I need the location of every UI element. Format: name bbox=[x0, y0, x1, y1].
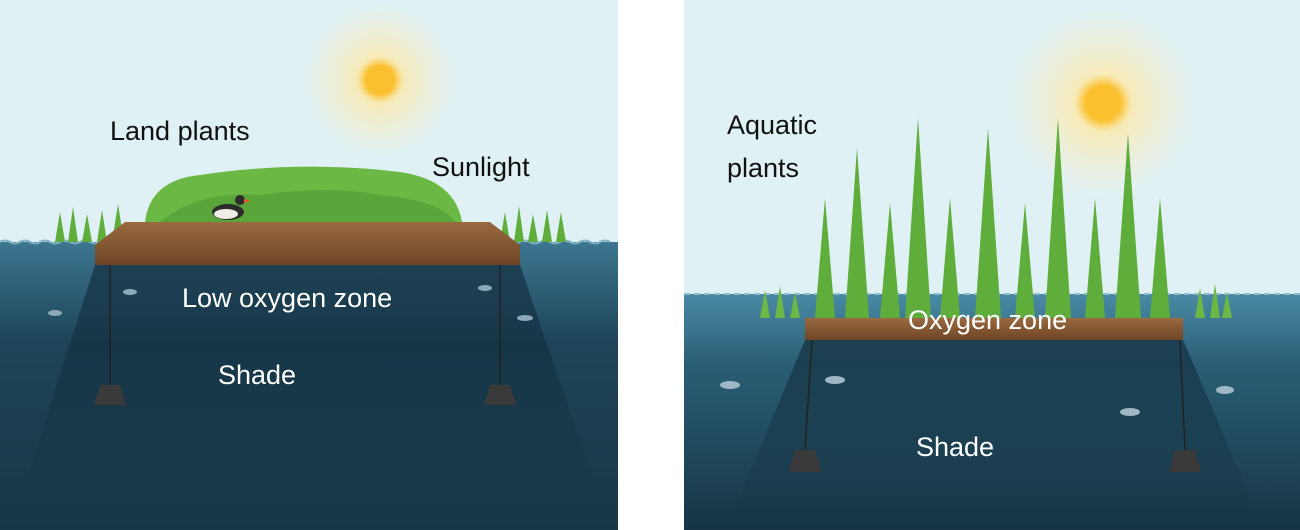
raft bbox=[805, 318, 1183, 340]
sun-icon bbox=[302, 2, 458, 158]
label-shade-right: Shade bbox=[916, 432, 995, 462]
edge-plants bbox=[55, 204, 566, 242]
anchor-weight bbox=[789, 450, 821, 472]
label-aquatic-line1: Aquatic bbox=[727, 110, 818, 140]
label-sunlight: Sunlight bbox=[432, 152, 530, 182]
shade-area bbox=[20, 265, 600, 500]
anchor-weight bbox=[1169, 450, 1201, 472]
anchor-line bbox=[804, 339, 813, 451]
label-aquatic-line2: plants bbox=[727, 153, 800, 183]
fish bbox=[48, 285, 533, 321]
label-shade-left: Shade bbox=[218, 360, 297, 390]
anchor-weight bbox=[484, 385, 516, 405]
aquatic-plants bbox=[760, 118, 1232, 318]
label-oxygen-zone: Oxygen zone bbox=[908, 305, 1068, 335]
duck-icon bbox=[212, 195, 251, 220]
sun-icon bbox=[1007, 7, 1199, 199]
anchor-line bbox=[1179, 339, 1186, 451]
left-panel bbox=[0, 0, 618, 530]
raft bbox=[95, 222, 520, 265]
label-land-plants: Land plants bbox=[110, 116, 250, 146]
label-low-oxygen-zone: Low oxygen zone bbox=[182, 283, 393, 313]
anchor-weight bbox=[94, 385, 126, 405]
shade-area bbox=[730, 340, 1260, 520]
right-panel bbox=[684, 0, 1300, 530]
fish bbox=[720, 376, 1234, 416]
